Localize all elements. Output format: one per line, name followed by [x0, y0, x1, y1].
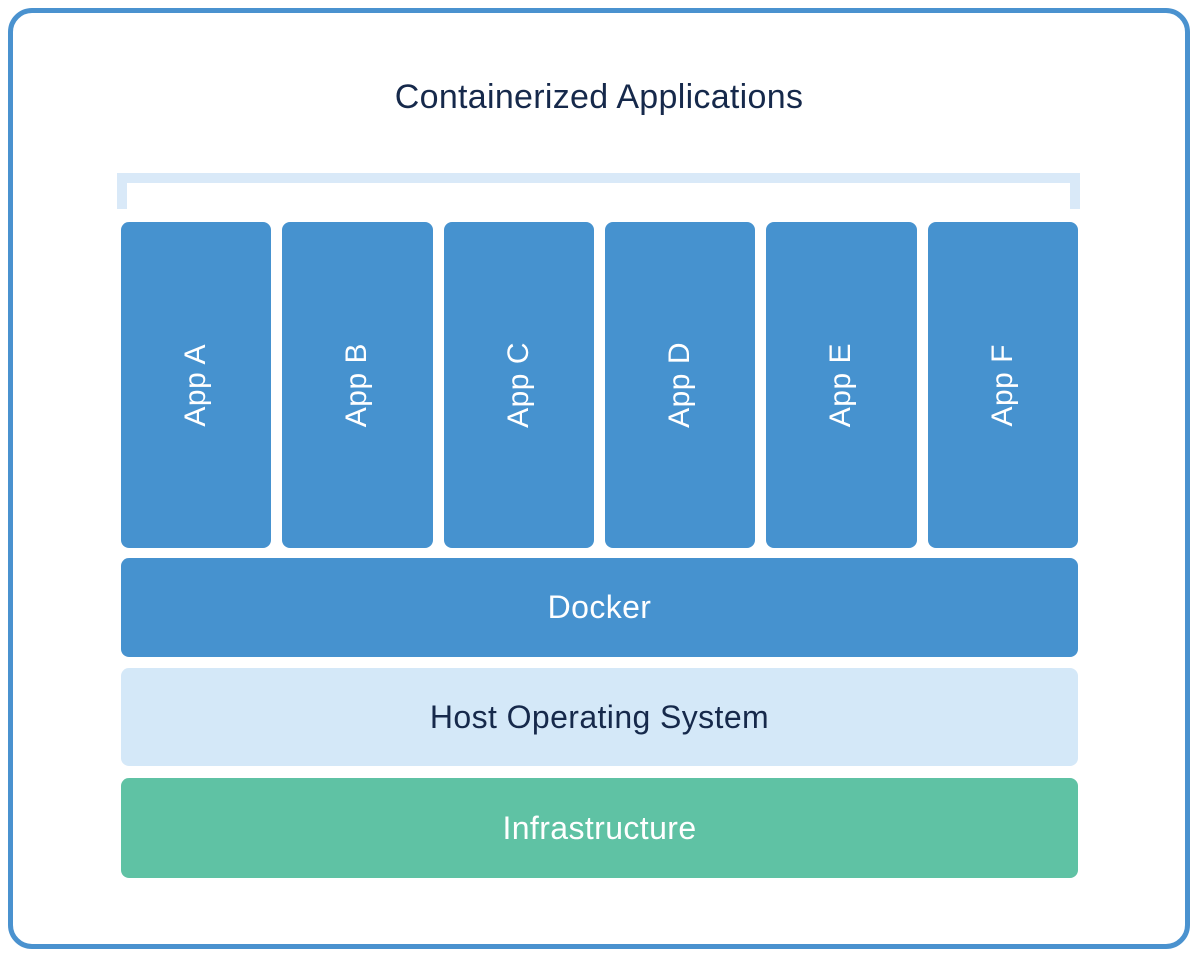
app-box-f: App F — [927, 222, 1078, 548]
app-a-label: App A — [179, 343, 213, 427]
app-box-b: App B — [282, 222, 433, 548]
app-c-label: App C — [501, 342, 535, 428]
app-box-a: App A — [121, 222, 272, 548]
layer-infrastructure: Infrastructure — [121, 778, 1078, 878]
diagram-title: Containerized Applications — [394, 78, 804, 116]
apps-group-bracket — [117, 173, 1080, 209]
app-b-label: App B — [340, 342, 374, 428]
layer-host-operating-system: Host Operating System — [121, 668, 1078, 766]
app-e-label: App E — [824, 342, 858, 428]
layer-docker: Docker — [121, 558, 1078, 657]
app-box-c: App C — [443, 222, 594, 548]
outer-rounded-frame — [8, 8, 1190, 949]
containerized-apps-row: App A App B App C App D App E App F — [121, 222, 1078, 548]
app-box-d: App D — [604, 222, 756, 548]
app-f-label: App F — [985, 343, 1019, 427]
app-d-label: App D — [663, 342, 697, 428]
app-box-e: App E — [766, 222, 917, 548]
